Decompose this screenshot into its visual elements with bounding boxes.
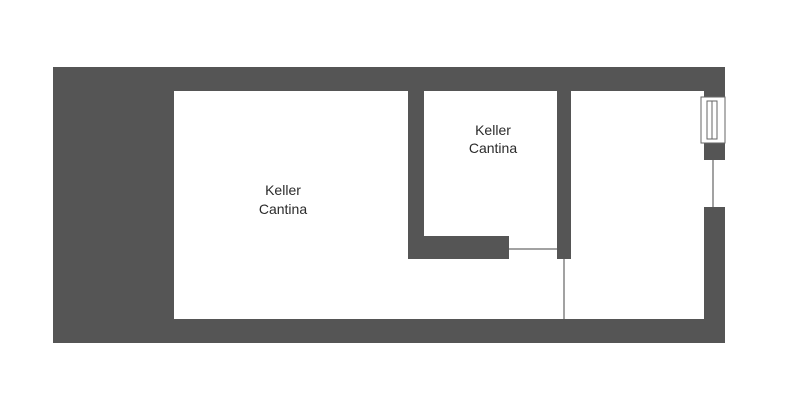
right-opening-floor	[700, 160, 728, 207]
room-label-small-line2: Cantina	[469, 140, 517, 156]
wall-small-room-right	[557, 91, 571, 259]
wall-small-room-left	[408, 91, 424, 259]
room-label-large-line2: Cantina	[259, 201, 307, 217]
room-label-small-line1: Keller	[475, 122, 511, 138]
room-large-floor	[174, 91, 704, 319]
wall-small-room-bottom	[408, 236, 509, 259]
room-label-large-line1: Keller	[265, 182, 301, 198]
